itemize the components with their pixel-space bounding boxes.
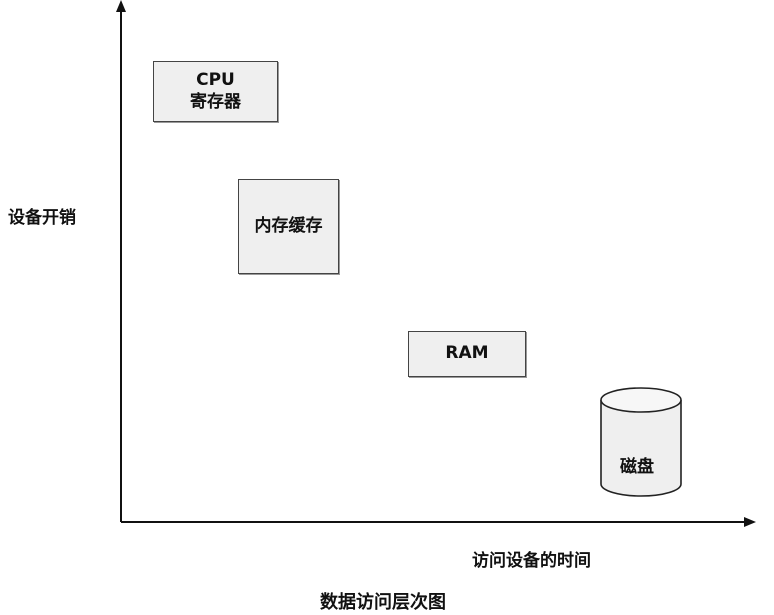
x-axis-arrow [744, 517, 756, 527]
memory-cache-box: 内存缓存 [238, 179, 339, 274]
cpu-label: CPU [196, 70, 235, 91]
y-axis-arrow [116, 0, 126, 12]
ram-box: RAM [408, 331, 526, 377]
figure-caption: 数据访问层次图 [320, 592, 446, 613]
y-axis-label: 设备开销 [8, 208, 76, 228]
disk-label: 磁盘 [620, 457, 654, 477]
x-axis-label: 访问设备的时间 [472, 551, 591, 571]
cpu-register-box: CPU 寄存器 [153, 61, 278, 122]
memory-cache-label: 内存缓存 [254, 215, 323, 236]
ram-label: RAM [445, 343, 489, 364]
register-label: 寄存器 [190, 91, 241, 112]
disk-cylinder [600, 387, 682, 497]
